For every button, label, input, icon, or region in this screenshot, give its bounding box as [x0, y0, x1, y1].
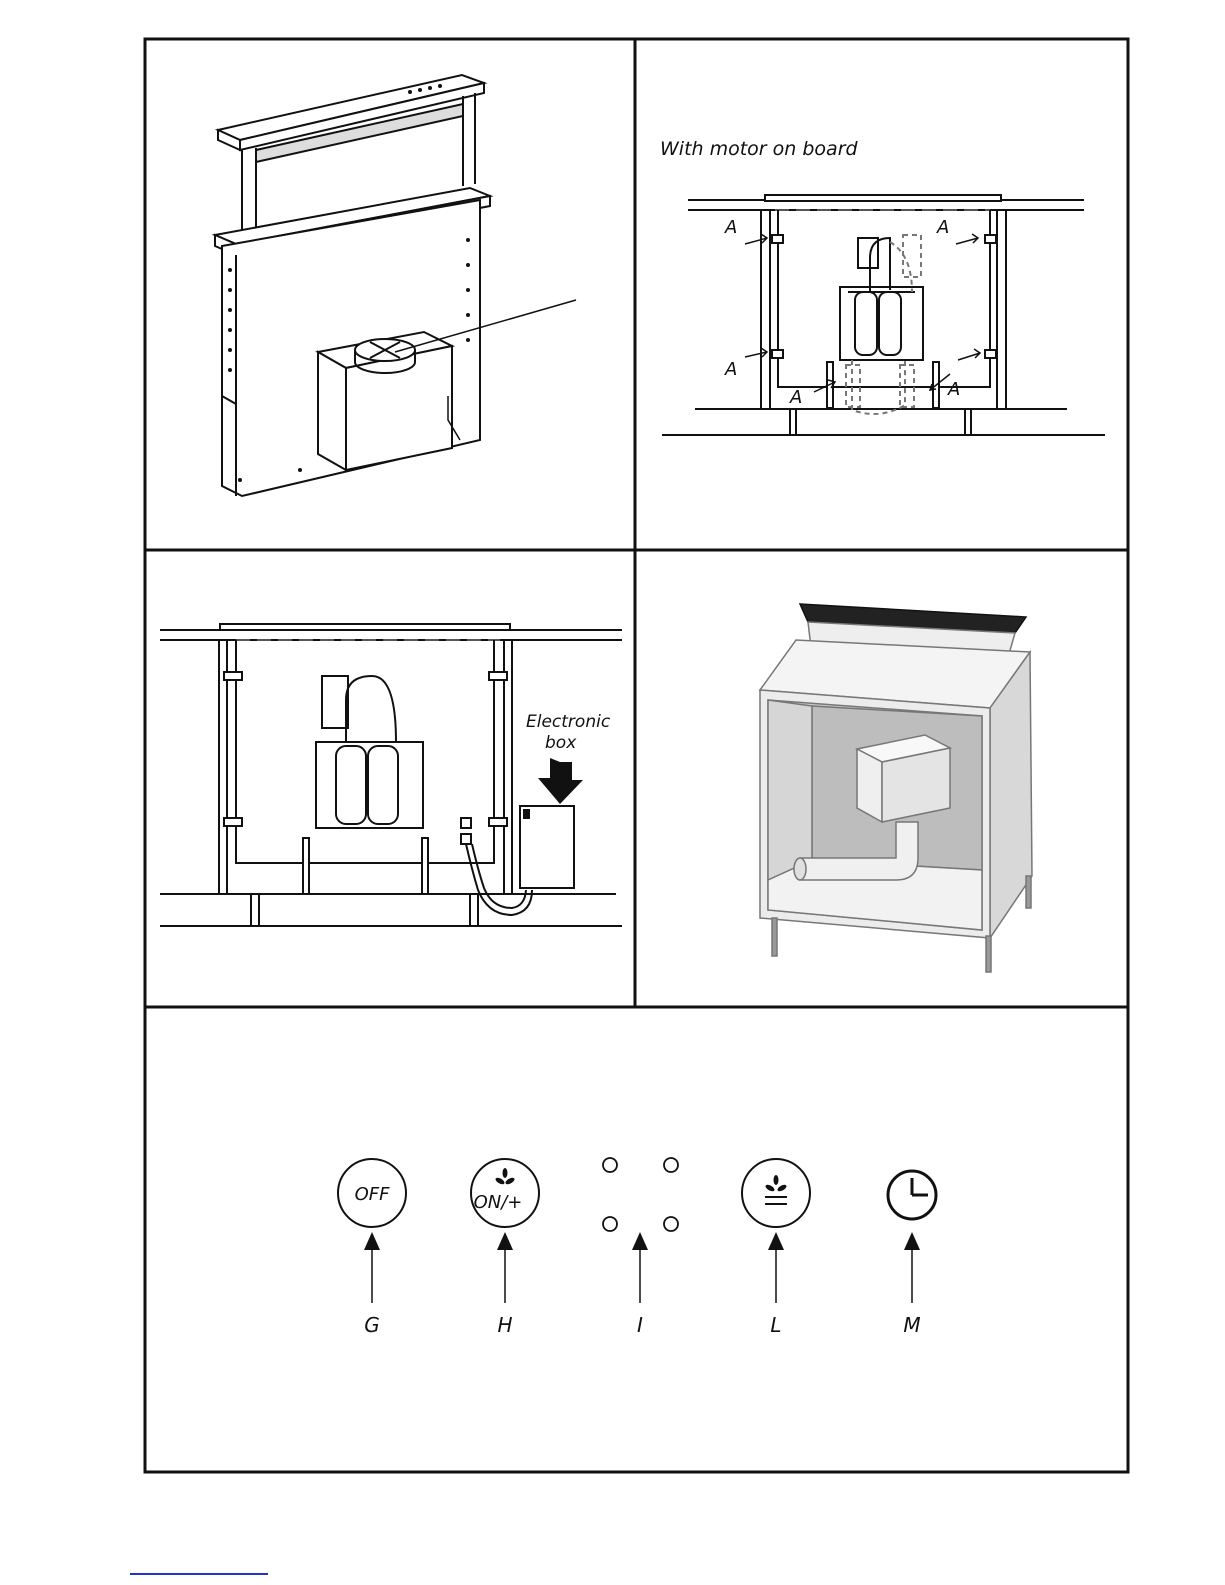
footer-link-underline	[130, 1573, 268, 1575]
on-plus-button[interactable]: ON/+	[471, 1159, 539, 1227]
fan-icon	[764, 1175, 787, 1193]
label-l: L	[770, 1313, 781, 1337]
fan-minus-button[interactable]	[742, 1159, 810, 1227]
fan-icon	[494, 1168, 515, 1186]
label-m: M	[903, 1313, 920, 1337]
on-plus-button-text: ON/+	[474, 1192, 523, 1213]
bracket-label-a: A	[724, 359, 737, 380]
bracket-label-a: A	[789, 387, 802, 408]
hood-perspective-drawing	[215, 75, 576, 496]
label-g: G	[364, 1313, 380, 1337]
bracket-label-a: A	[947, 379, 960, 400]
off-button-text: OFF	[355, 1184, 391, 1205]
electronic-box-label: box	[545, 733, 577, 753]
clock-icon	[912, 1178, 928, 1195]
electronic-box-section: Electronic box	[160, 624, 622, 926]
speed-indicator-leds	[603, 1158, 678, 1231]
motor-on-board-section: With motor on board	[660, 138, 1105, 435]
timer-button[interactable]	[888, 1171, 936, 1219]
led-indicator	[664, 1158, 678, 1172]
label-h: H	[497, 1313, 512, 1337]
label-i: I	[637, 1313, 643, 1337]
callout-arrows	[364, 1232, 920, 1303]
led-indicator	[603, 1158, 617, 1172]
led-indicator	[664, 1217, 678, 1231]
cabinet-3d-rendering	[760, 604, 1032, 972]
motor-on-board-caption: With motor on board	[660, 138, 859, 160]
led-indicator	[603, 1217, 617, 1231]
callout-labels: G H I L M	[364, 1313, 920, 1337]
off-button[interactable]: OFF	[338, 1159, 406, 1227]
bracket-label-a: A	[724, 217, 737, 238]
electronic-box-label: Electronic	[526, 712, 611, 732]
control-panel: OFF ON/+	[338, 1158, 936, 1337]
bracket-label-a: A	[936, 217, 949, 238]
